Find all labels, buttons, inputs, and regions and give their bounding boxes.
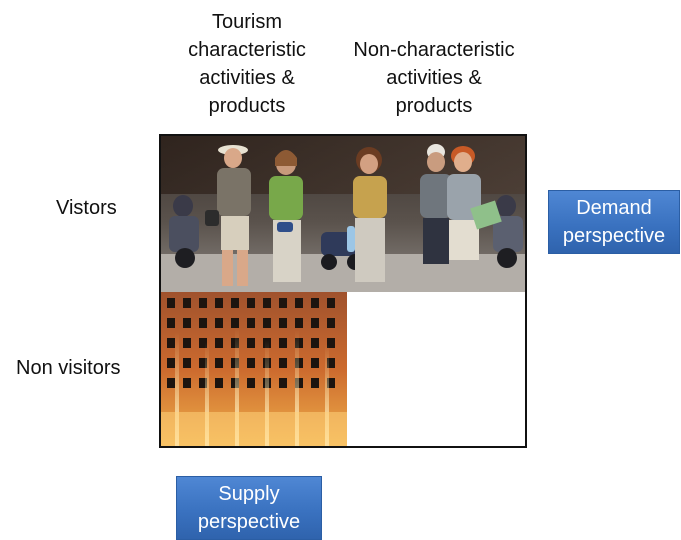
column-header-non-characteristic: Non-characteristic activities & products — [353, 39, 515, 117]
demand-perspective-button[interactable]: Demand perspective — [548, 190, 680, 254]
tourism-matrix — [159, 134, 527, 448]
building-photo-illustration — [161, 292, 347, 446]
tourists-photo — [161, 136, 525, 292]
building-photo — [161, 292, 347, 446]
column-header-tourism-characteristic: Tourism characteristic activities & prod… — [188, 11, 306, 117]
supply-perspective-button[interactable]: Supply perspective — [176, 476, 322, 540]
empty-matrix-cell — [347, 292, 525, 446]
row-label-non-visitors: Non visitors — [16, 357, 121, 379]
tourists-photo-illustration — [161, 136, 525, 292]
row-label-visitors: Vistors — [56, 197, 117, 219]
